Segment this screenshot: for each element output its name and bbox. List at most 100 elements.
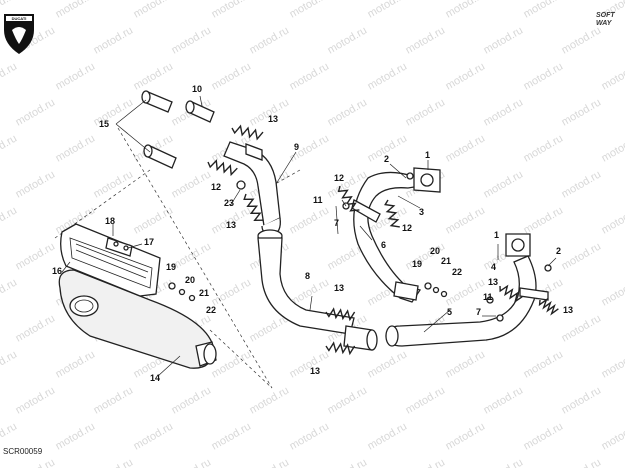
watermark-text: motod.ru: [0, 204, 19, 236]
callout-7: 7: [476, 307, 481, 317]
watermark-text: motod.ru: [92, 168, 136, 200]
spring: [538, 297, 559, 316]
watermark-text: motod.ru: [560, 96, 604, 128]
spring: [499, 284, 523, 304]
watermark-text: motod.ru: [170, 24, 214, 56]
watermark-text: motod.ru: [600, 420, 625, 452]
watermark-text: motod.ru: [0, 348, 19, 380]
watermark-text: motod.ru: [366, 60, 410, 92]
watermark-text: motod.ru: [444, 276, 488, 308]
callout-11: 11: [313, 195, 323, 205]
callout-4: 4: [491, 262, 496, 272]
watermark-text: motod.ru: [522, 132, 566, 164]
softway-line-1: SOFT: [596, 12, 615, 19]
callout-13: 13: [226, 220, 236, 230]
callout-2: 2: [384, 154, 389, 164]
diagram-code: SCR00059: [3, 447, 43, 456]
callout-11: 11: [483, 292, 493, 302]
callout-13: 13: [310, 366, 320, 376]
callout-labels: 1 1 2 2 3 4 5 6 7 7 8 9 10 11 11 12 12 1…: [52, 84, 573, 383]
callout-6: 6: [381, 240, 386, 250]
watermark-text: motod.ru: [288, 0, 332, 21]
watermark-text: motod.ru: [14, 312, 58, 344]
watermark-text: motod.ru: [210, 276, 254, 308]
flange-1: [413, 167, 531, 257]
watermark-text: motod.ru: [210, 60, 254, 92]
spring: [384, 199, 400, 228]
leader-lines: [61, 95, 557, 377]
watermark-text: motod.ru: [404, 96, 448, 128]
watermark-text: motod.ru: [132, 0, 176, 21]
watermark-text: motod.ru: [444, 420, 488, 452]
watermark-text: motod.ru: [54, 348, 98, 380]
watermark-text: motod.ru: [600, 132, 625, 164]
callout-12: 12: [402, 223, 412, 233]
watermark-text: motod.ru: [248, 24, 292, 56]
callout-8: 8: [305, 271, 310, 281]
sleeve-15-bottom: [143, 144, 177, 169]
callout-14: 14: [150, 373, 160, 383]
watermark-text: motod.ru: [248, 456, 292, 468]
watermark-text: motod.ru: [0, 132, 19, 164]
watermark-text: motod.ru: [560, 168, 604, 200]
watermark-text: motod.ru: [560, 456, 604, 468]
watermark-text: motod.ru: [14, 384, 58, 416]
callout-3: 3: [419, 207, 424, 217]
silencer-14: [58, 269, 217, 369]
watermark-text: motod.ru: [132, 60, 176, 92]
watermark-text: motod.ru: [560, 240, 604, 272]
silencer-cover-16: [60, 223, 161, 297]
callout-23: 23: [224, 198, 234, 208]
callout-5: 5: [447, 307, 452, 317]
watermark-text: motod.ru: [444, 60, 488, 92]
watermark-text: motod.ru: [404, 456, 448, 468]
watermark-text: motod.ru: [404, 24, 448, 56]
watermark-text: motod.ru: [54, 420, 98, 452]
watermark-text: motod.ru: [600, 276, 625, 308]
watermark-text: motod.ru: [170, 240, 214, 272]
watermark-text: motod.ru: [444, 348, 488, 380]
callout-18: 18: [105, 216, 115, 226]
watermark-text: motod.ru: [14, 240, 58, 272]
rear-pipe-8: [257, 229, 378, 351]
watermark-text: motod.ru: [210, 420, 254, 452]
watermark-text: motod.ru: [170, 456, 214, 468]
callout-15: 15: [99, 119, 109, 129]
callout-13: 13: [334, 283, 344, 293]
watermark-text: motod.ru: [404, 384, 448, 416]
watermark-text: motod.ru: [54, 0, 98, 21]
watermark-text: motod.ru: [522, 420, 566, 452]
callout-12: 12: [211, 182, 221, 192]
sleeve-15-top: [141, 90, 173, 113]
watermark-text: motod.ru: [522, 204, 566, 236]
watermark-text: motod.ru: [560, 384, 604, 416]
spring: [243, 193, 264, 222]
watermark-text: motod.ru: [482, 96, 526, 128]
softway-line-2: WAY: [596, 20, 612, 27]
watermark-text: motod.ru: [14, 456, 58, 468]
watermark-text: motod.ru: [522, 60, 566, 92]
watermark-text: motod.ru: [444, 132, 488, 164]
watermark-text: motod.ru: [248, 384, 292, 416]
callout-13: 13: [488, 277, 498, 287]
watermark-text: motod.ru: [600, 60, 625, 92]
callout-19: 19: [412, 259, 422, 269]
watermark-text: motod.ru: [92, 456, 136, 468]
watermark-text: motod.ru: [600, 348, 625, 380]
callout-7: 7: [334, 218, 339, 228]
watermark-text: motod.ru: [210, 0, 254, 21]
callout-22: 22: [452, 267, 462, 277]
spring: [231, 124, 264, 141]
watermark-text: motod.ru: [326, 96, 370, 128]
callout-10: 10: [192, 84, 202, 94]
spring: [325, 341, 356, 356]
watermark-text: motod.ru: [132, 204, 176, 236]
spring: [337, 185, 360, 212]
watermark-text: motod.ru: [288, 204, 332, 236]
watermark-text: motod.ru: [366, 0, 410, 21]
watermark-text: motod.ru: [482, 168, 526, 200]
watermark-text: motod.ru: [54, 132, 98, 164]
sleeve-10: [185, 100, 215, 123]
watermark-text: motod.ru: [288, 60, 332, 92]
watermark-text: motod.ru: [522, 0, 566, 21]
